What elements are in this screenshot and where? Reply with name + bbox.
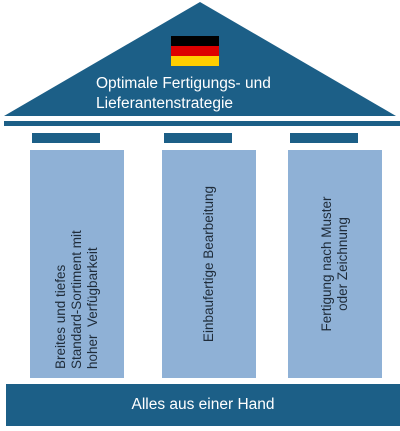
flag-band-gold — [171, 56, 219, 66]
flag-band-black — [171, 36, 219, 46]
foundation-base: Alles aus einer Hand — [6, 384, 400, 426]
pillar-capital-1 — [32, 133, 100, 143]
roof-title-line-2: Lieferantenstrategie — [96, 95, 234, 112]
foundation-label: Alles aus einer Hand — [131, 396, 275, 413]
roof-title-line-1: Optimale Fertigungs- und — [96, 75, 271, 92]
pillar-1: Breites und tiefes Standard-Sortiment mi… — [30, 150, 124, 378]
pillar-3: Fertigung nach Muster oder Zeichnung — [288, 150, 382, 378]
pillar-3-text: Fertigung nach Muster oder Zeichnung — [288, 150, 382, 378]
pillar-3-line-2: oder Zeichnung — [335, 217, 350, 311]
pillar-1-text: Breites und tiefes Standard-Sortiment mi… — [30, 150, 124, 378]
pillar-capital-2 — [164, 133, 232, 143]
pillar-2: Einbaufertige Bearbeitung — [162, 150, 256, 378]
architrave-beam — [4, 121, 400, 126]
pillar-1-line-1: Breites und tiefes — [53, 264, 68, 369]
flag-band-red — [171, 46, 219, 56]
pillar-capital-3 — [290, 133, 358, 143]
pillar-2-line-1: Einbaufertige Bearbeitung — [201, 185, 216, 343]
pillar-1-line-2: Standard-Sortiment mit — [69, 230, 84, 369]
roof-title: Optimale Fertigungs- und Lieferantenstra… — [96, 74, 326, 114]
pillar-1-line-3: hoher Verfügbarkeit — [85, 247, 100, 369]
germany-flag-icon — [171, 36, 219, 66]
pillar-2-text: Einbaufertige Bearbeitung — [162, 150, 256, 378]
pillar-3-line-1: Fertigung nach Muster — [319, 196, 334, 332]
